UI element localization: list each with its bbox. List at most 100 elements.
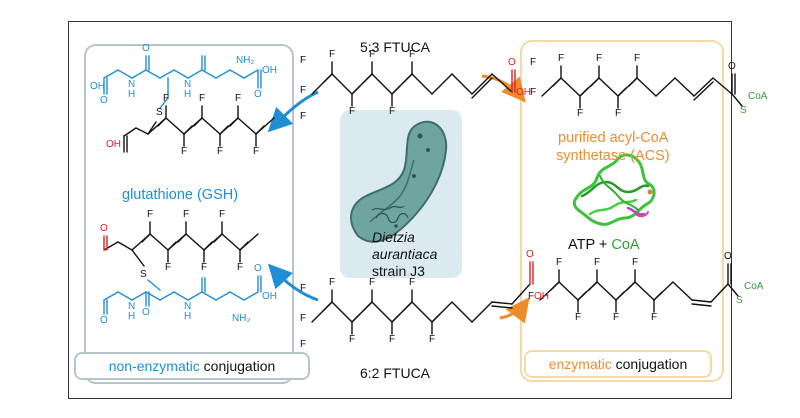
- bond: [185, 233, 205, 251]
- arrow-to-acs-bottom: [499, 297, 530, 324]
- atom-o: O: [728, 61, 736, 72]
- bond: [237, 117, 257, 135]
- bond: [693, 77, 714, 97]
- atom-f: F: [530, 87, 537, 98]
- atom-o: O: [254, 263, 262, 274]
- bond: [693, 81, 714, 101]
- atom-f: F: [389, 106, 396, 117]
- bond: [159, 97, 169, 109]
- bond: [219, 125, 229, 135]
- atom-o: O: [724, 251, 732, 262]
- bond: [471, 73, 493, 95]
- atom-n: N: [184, 79, 192, 90]
- bond: [159, 69, 175, 79]
- bond: [552, 77, 562, 87]
- atom-f: F: [594, 257, 601, 268]
- bond: [403, 301, 413, 311]
- organism-species: aurantiaca: [372, 246, 438, 262]
- bond: [411, 301, 433, 323]
- bond: [491, 305, 513, 309]
- atom-n: N: [128, 79, 136, 90]
- atom-f: F: [615, 108, 622, 119]
- bond: [213, 233, 223, 243]
- organism-genus: Dietzia: [372, 229, 415, 245]
- atom-f: F: [530, 57, 537, 68]
- atom-f: F: [300, 283, 307, 294]
- bottom-compound-label: 6:2 FTUCA: [360, 365, 431, 381]
- gsh-label: glutathione (GSH): [122, 187, 239, 203]
- atom-n: N: [128, 301, 136, 312]
- atom-f: F: [575, 312, 582, 323]
- atom-f: F: [577, 108, 584, 119]
- bond: [558, 281, 579, 301]
- atom-oh: OH: [90, 81, 105, 92]
- bond: [193, 117, 203, 127]
- bond: [391, 313, 401, 323]
- bond: [157, 117, 167, 127]
- atom-f: F: [634, 53, 641, 64]
- atom-f: F: [349, 334, 356, 345]
- bond: [411, 73, 433, 95]
- bond: [165, 117, 185, 135]
- bond: [147, 279, 161, 291]
- bond: [403, 73, 413, 83]
- arrow-to-acs-top: [481, 74, 526, 103]
- atom-h: H: [184, 311, 192, 322]
- bond: [117, 241, 133, 251]
- bond: [103, 241, 119, 251]
- bond: [371, 73, 393, 95]
- bond: [588, 281, 598, 291]
- bond: [201, 117, 221, 135]
- bond: [149, 233, 169, 251]
- non-enzymatic-tag: non-enzymatic conjugation: [74, 352, 310, 380]
- non-enzymatic-panel: [84, 44, 294, 384]
- bond: [331, 301, 353, 323]
- bond: [471, 301, 493, 323]
- atom-o: O: [254, 89, 262, 100]
- top-compound-label: 5:3 FTUCA: [360, 39, 431, 55]
- bond: [691, 303, 712, 307]
- bond: [167, 241, 177, 251]
- atom-f: F: [201, 262, 208, 273]
- bond: [363, 301, 373, 311]
- conjugation-word-right: conjugation: [611, 356, 688, 372]
- atom-f: F: [596, 53, 603, 64]
- bond: [731, 93, 743, 107]
- bond: [590, 77, 600, 87]
- atom-coa: CoA: [744, 281, 764, 292]
- atom-h: H: [184, 89, 192, 100]
- bond: [255, 125, 265, 135]
- atom-f: F: [556, 257, 563, 268]
- bond: [215, 291, 231, 301]
- bond: [391, 85, 401, 95]
- atom-oh: OH: [516, 87, 531, 98]
- atom-f: F: [237, 262, 244, 273]
- arrow-to-gsh-top: [267, 90, 319, 133]
- bond: [471, 77, 493, 99]
- bond: [243, 69, 259, 79]
- atom-f: F: [613, 312, 620, 323]
- bond: [636, 77, 657, 97]
- bacterium-icon: [350, 120, 448, 243]
- bond: [159, 291, 175, 301]
- bond: [323, 301, 333, 311]
- atom-f: F: [183, 209, 190, 220]
- enzymatic-tag: enzymatic conjugation: [524, 350, 712, 378]
- atom-f: F: [253, 146, 260, 157]
- atom-f: F: [528, 291, 535, 302]
- bond: [131, 249, 145, 267]
- bond: [103, 69, 119, 79]
- acs-label-line2: synthetase (ACS): [556, 148, 670, 164]
- atom-f: F: [300, 313, 307, 324]
- bond: [674, 77, 695, 97]
- atom-f: F: [409, 49, 416, 60]
- bond: [187, 291, 203, 301]
- bond: [491, 73, 513, 93]
- bond: [511, 283, 531, 305]
- atom-o: O: [142, 43, 150, 54]
- bond: [579, 87, 589, 97]
- bond: [431, 313, 441, 323]
- bond: [229, 291, 245, 301]
- atom-o: O: [508, 57, 516, 68]
